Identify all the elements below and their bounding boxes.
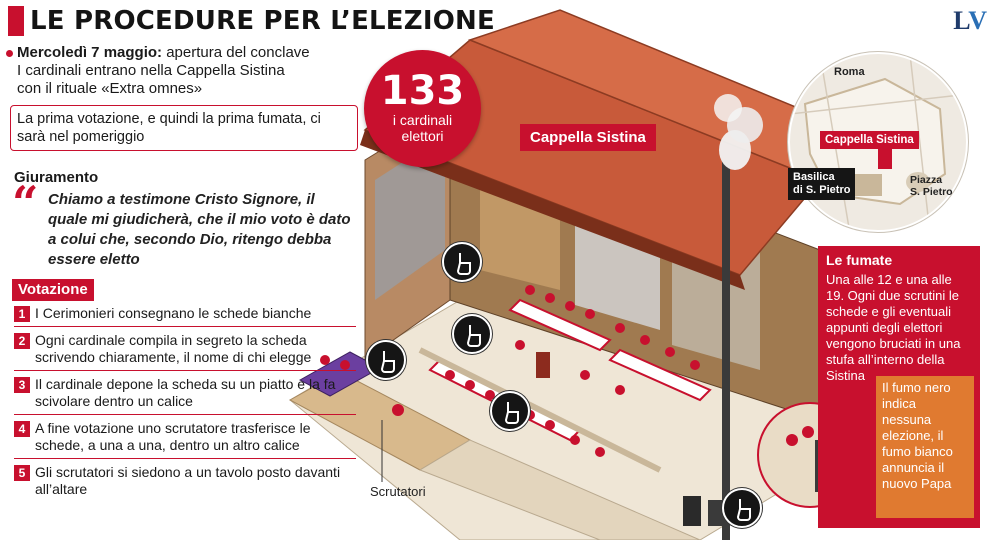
fresco-detail [375, 135, 445, 300]
first-vote-note: La prima votazione, e quindi la prima fu… [10, 105, 358, 151]
smoke-puff-3 [714, 94, 742, 122]
title-accent-bar [8, 6, 24, 36]
railing [418, 347, 662, 473]
step-text: Il cardinale depone la scheda su un piat… [35, 376, 336, 409]
chapel-label: Cappella Sistina [520, 124, 656, 151]
step-text: A fine votazione uno scrutatore trasferi… [35, 420, 311, 453]
intro-line3: con il rituale «Extra omnes» [17, 80, 203, 97]
map-label-roma: Roma [834, 66, 865, 78]
electors-count-badge: 133 i cardinali elettori [364, 50, 481, 167]
ballot-urn [536, 352, 550, 378]
altar-step [418, 439, 701, 540]
step-number: 4 [14, 421, 30, 437]
intro-line1: apertura del conclave [166, 44, 310, 61]
step-text: I Cerimonieri consegnano le schede bianc… [35, 305, 312, 321]
intro-date: Mercoledì 7 maggio: [17, 44, 163, 61]
step-number: 5 [14, 465, 30, 481]
electors-label-2: elettori [401, 128, 444, 144]
page-title: LE PROCEDURE PER L’ELEZIONE [30, 6, 495, 36]
fumate-heading: Le fumate [826, 252, 893, 268]
voting-step: 2 Ogni cardinale compila in segreto la s… [14, 332, 356, 371]
map-label-basilica: Basilica di S. Pietro [788, 168, 856, 200]
step-text: Gli scrutatori si siedono a un tavolo po… [35, 464, 341, 497]
voting-step: 1 I Cerimonieri consegnano le schede bia… [14, 305, 356, 327]
title-block: LE PROCEDURE PER L’ELEZIONE [8, 4, 495, 38]
scrutatori-label: Scrutatori [370, 484, 426, 499]
map-label-piazza: Piazza S. Pietro [910, 174, 953, 198]
hand-pointer-icon [722, 488, 762, 528]
electors-label-1: i cardinali [392, 112, 453, 128]
cardinal-table-2 [608, 348, 712, 402]
intro-line2: I cardinali entrano nella Cappella Sisti… [17, 62, 285, 79]
hand-pointer-icon [452, 314, 492, 354]
cardinal-table-1 [508, 298, 612, 352]
step-text: Ogni cardinale compila in segreto la sch… [35, 332, 312, 365]
stove-2 [708, 500, 722, 526]
fumate-text: Una alle 12 e una alle 19. Ogni due scru… [826, 272, 961, 383]
chapel-illustration [288, 9, 903, 540]
stove-1 [683, 496, 701, 526]
voting-step: 5 Gli scrutatori si siedono a un tavolo … [14, 464, 356, 502]
hand-pointer-icon [490, 391, 530, 431]
voting-heading: Votazione [12, 279, 94, 301]
chimney [722, 160, 730, 540]
electors-number: 133 [380, 68, 465, 114]
publisher-logo: LV [953, 6, 987, 35]
oath-text: Chiamo a testimone Cristo Signore, il qu… [48, 191, 351, 268]
hand-pointer-icon [442, 242, 482, 282]
step-number: 1 [14, 306, 30, 322]
bullet-dot-icon [6, 49, 13, 57]
oath-heading: Giuramento [14, 169, 99, 186]
step-number: 2 [14, 333, 30, 349]
cardinals-group [320, 285, 700, 457]
voting-step: 3 Il cardinale depone la scheda su un pi… [14, 376, 356, 415]
hand-pointer-icon [366, 340, 406, 380]
intro-block: Mercoledì 7 maggio: apertura del conclav… [6, 44, 356, 98]
quote-mark-icon: “ [12, 176, 39, 230]
map-label-sistina: Cappella Sistina [820, 131, 919, 149]
voting-step: 4 A fine votazione uno scrutatore trasfe… [14, 420, 356, 459]
step-number: 3 [14, 377, 30, 393]
voting-steps: 1 I Cerimonieri consegnano le schede bia… [14, 305, 356, 507]
fumate-smoke-note: Il fumo nero indica nessuna elezione, il… [876, 376, 974, 518]
roof-edge [360, 130, 745, 290]
